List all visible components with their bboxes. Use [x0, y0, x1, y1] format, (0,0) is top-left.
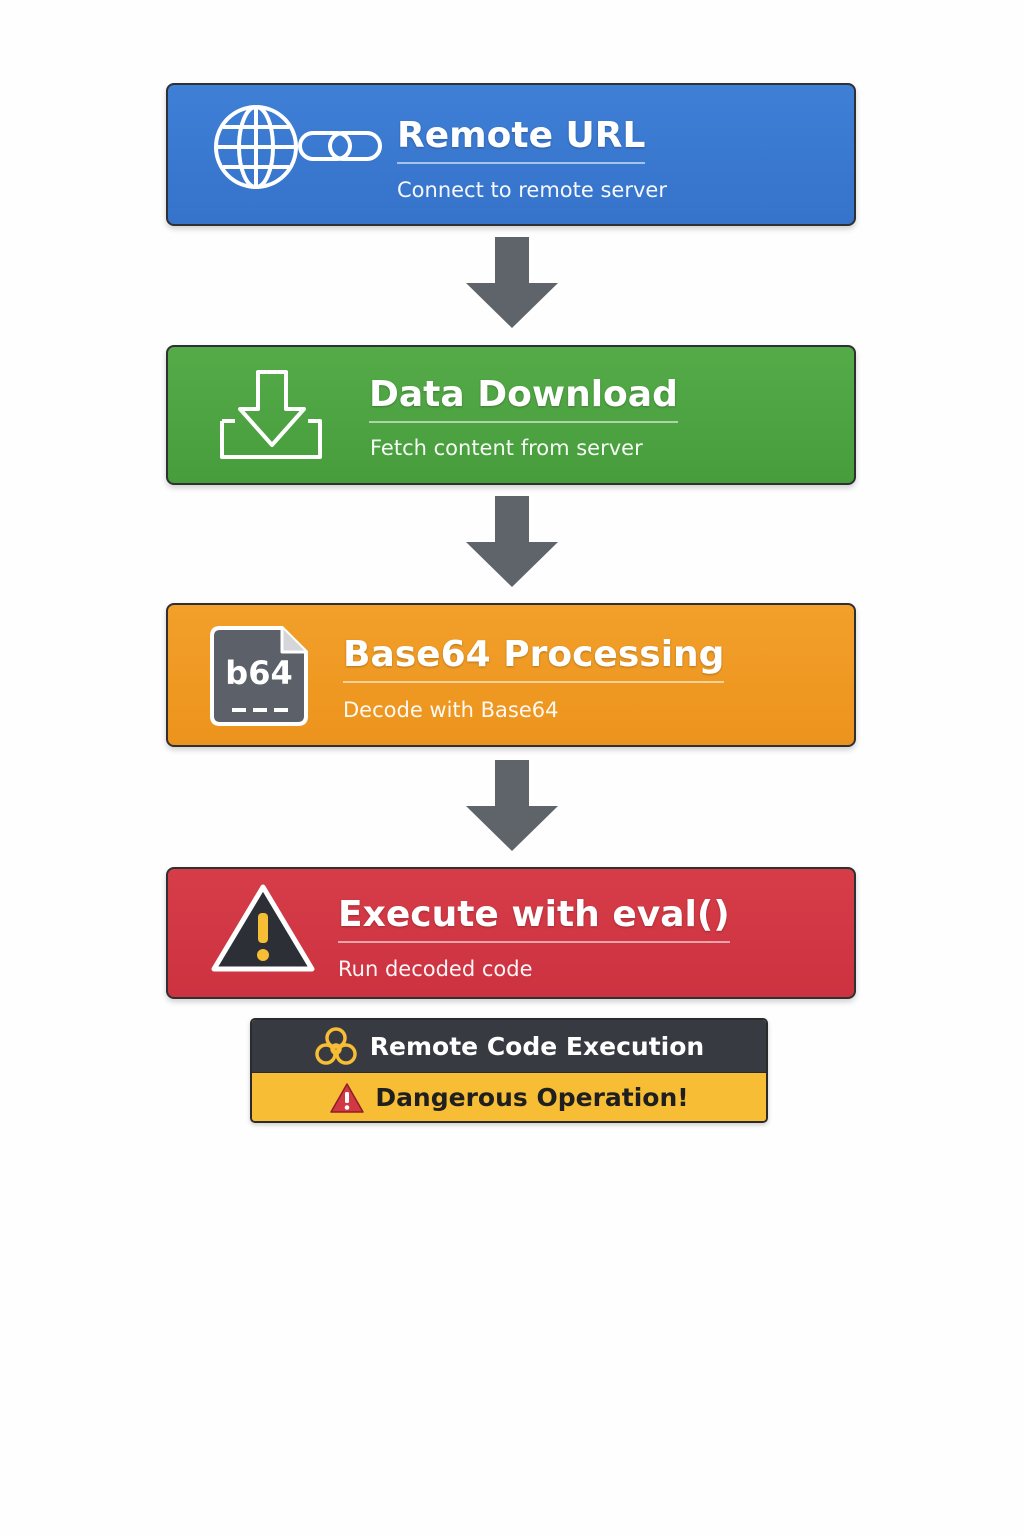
alert-triangle-icon — [330, 1082, 365, 1113]
warning-triangle-icon — [211, 884, 315, 972]
step-data-download: Data Download Fetch content from server — [166, 345, 856, 485]
warning-banner: Remote Code Execution Dangerous Operatio… — [250, 1018, 768, 1123]
warning-title: Remote Code Execution — [369, 1031, 705, 1061]
step-subtitle: Connect to remote server — [397, 178, 667, 202]
step-remote-url: Remote URL Connect to remote server — [166, 83, 856, 226]
warning-footer: Dangerous Operation! — [252, 1072, 766, 1121]
step-subtitle: Fetch content from server — [370, 436, 643, 460]
step-title: Remote URL — [397, 118, 646, 164]
step-base64-processing: b64 Base64 Processing Decode with Base64 — [166, 603, 856, 747]
biohazard-icon — [315, 1027, 357, 1065]
warning-message: Dangerous Operation! — [375, 1083, 689, 1112]
step-title: Base64 Processing — [343, 637, 725, 683]
flow-arrow-down-icon — [466, 496, 558, 587]
step-execute-eval: Execute with eval() Run decoded code — [166, 867, 856, 999]
flow-arrow-down-icon — [466, 237, 558, 328]
b64-icon-label: b64 — [225, 654, 293, 692]
step-subtitle: Decode with Base64 — [343, 698, 559, 722]
globe-link-icon — [214, 105, 382, 189]
warning-header: Remote Code Execution — [252, 1020, 766, 1072]
step-title: Execute with eval() — [338, 897, 730, 943]
b64-file-icon: b64 — [210, 626, 308, 726]
download-tray-icon — [220, 370, 322, 459]
step-title: Data Download — [369, 377, 678, 423]
step-subtitle: Run decoded code — [338, 957, 533, 981]
flow-arrow-down-icon — [466, 760, 558, 851]
